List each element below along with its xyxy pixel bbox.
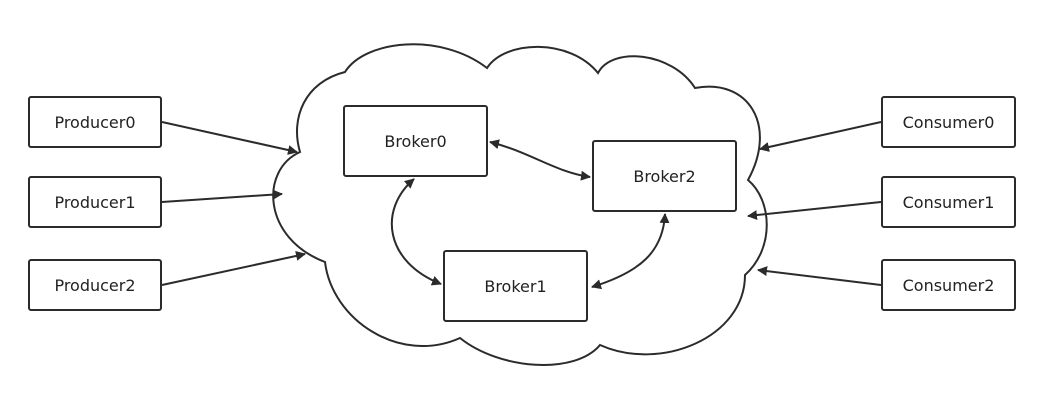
broker0-broker1-link — [390, 178, 442, 286]
producer1-arrow — [161, 189, 283, 203]
consumer-2-label: Consumer2 — [902, 275, 995, 295]
consumer-1-label: Consumer1 — [902, 192, 995, 212]
broker-0-label: Broker0 — [384, 131, 447, 151]
broker1-broker2-link — [591, 213, 670, 290]
consumer-0-node: Consumer0 — [881, 96, 1016, 148]
broker-0-node: Broker0 — [343, 105, 488, 177]
producer2-arrow — [161, 251, 306, 286]
broker-2-label: Broker2 — [633, 166, 696, 186]
producer0-arrow — [161, 121, 298, 155]
producer-0-label: Producer0 — [54, 112, 136, 132]
consumer-2-node: Consumer2 — [881, 259, 1016, 311]
consumer-0-label: Consumer0 — [902, 112, 995, 132]
consumer2-arrow — [757, 266, 882, 286]
broker0-broker2-link — [489, 139, 591, 181]
consumer1-arrow — [747, 201, 882, 221]
producer-1-node: Producer1 — [28, 176, 162, 228]
consumer0-arrow — [759, 121, 882, 152]
broker-1-label: Broker1 — [484, 276, 547, 296]
broker-2-node: Broker2 — [592, 140, 737, 212]
producer-1-label: Producer1 — [54, 192, 136, 212]
producer-0-node: Producer0 — [28, 96, 162, 148]
producer-2-label: Producer2 — [54, 275, 136, 295]
producer-2-node: Producer2 — [28, 259, 162, 311]
consumer-1-node: Consumer1 — [881, 176, 1016, 228]
broker-1-node: Broker1 — [443, 250, 588, 322]
